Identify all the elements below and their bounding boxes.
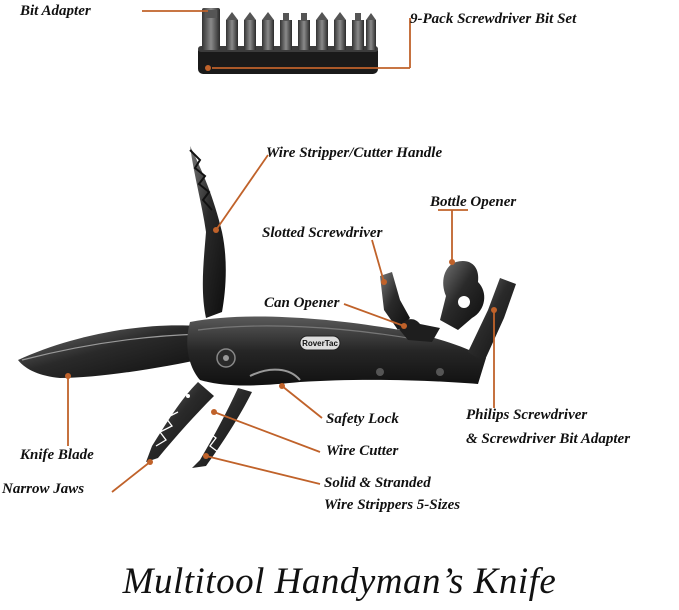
label-strippers-line2: Wire Strippers 5-Sizes xyxy=(324,497,461,513)
leader-lines xyxy=(67,10,495,493)
brand-logo: RoverTac xyxy=(302,339,338,348)
label-bottle-opener: Bottle Opener xyxy=(430,194,517,210)
label-can-opener: Can Opener xyxy=(264,295,340,311)
label-wire-stripper-handle: Wire Stripper/Cutter Handle xyxy=(266,145,443,161)
label-knife-blade: Knife Blade xyxy=(20,447,94,463)
wire-stripper-handle-shape xyxy=(190,146,226,318)
bottle-opener-shape xyxy=(440,260,485,330)
page-title: Multitool Handyman’s Knife xyxy=(122,561,557,602)
bit-adapter xyxy=(202,8,220,50)
wire-stripper-jaw-shape xyxy=(192,388,252,468)
label-slotted-screwdriver: Slotted Screwdriver xyxy=(262,225,383,241)
screwdriver-bits xyxy=(226,12,376,50)
label-safety-lock: Safety Lock xyxy=(326,411,399,427)
slotted-screwdriver-shape xyxy=(380,272,410,330)
philips-screwdriver-shape xyxy=(468,278,516,362)
label-strippers-line1: Solid & Stranded xyxy=(324,475,431,491)
label-philips-line1: Philips Screwdriver xyxy=(466,407,588,423)
leader-dots xyxy=(65,65,497,465)
label-wire-cutter: Wire Cutter xyxy=(326,443,399,459)
knife-blade-shape xyxy=(18,325,212,378)
safety-lock-shape xyxy=(249,368,301,381)
label-narrow-jaws: Narrow Jaws xyxy=(2,481,85,497)
label-wire-strippers: Solid & Stranded Wire Strippers 5-Sizes xyxy=(324,474,524,514)
bit-set-holder xyxy=(198,46,378,74)
label-philips-line2: & Screwdriver Bit Adapter xyxy=(466,431,631,447)
label-bit-set: 9-Pack Screwdriver Bit Set xyxy=(410,11,577,27)
label-philips-screwdriver: Philips Screwdriver & Screwdriver Bit Ad… xyxy=(466,406,676,448)
label-bit-adapter: Bit Adapter xyxy=(20,3,91,19)
can-opener-shape xyxy=(398,319,440,342)
narrow-jaws-shape xyxy=(146,382,214,462)
